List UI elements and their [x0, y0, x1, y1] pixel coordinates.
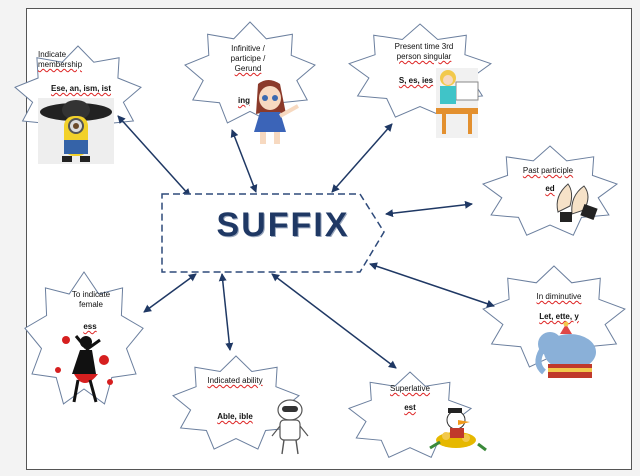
node-superlative-examples: est [404, 403, 416, 412]
dancing-woman-icon [55, 335, 113, 403]
robot-icon [271, 399, 309, 455]
anime-girl-icon [254, 80, 299, 144]
node-present-label: Present time 3rd person singular [394, 42, 454, 61]
arrow-infinitive [230, 129, 258, 193]
node-superlative-label: Superlative [389, 384, 431, 393]
arrow-present [331, 123, 393, 193]
arrow-ability [218, 273, 234, 351]
node-infinitive-examples: ing [238, 96, 250, 105]
node-female-examples: ess [83, 322, 97, 331]
node-membership-label: Indicate membership [38, 50, 83, 69]
node-past-label: Past participle [522, 166, 574, 175]
circus-elephant-icon [535, 321, 596, 378]
node-membership-examples: Ese, an, ism, ist [50, 84, 112, 93]
minion-sombrero-icon [38, 98, 114, 164]
arrow-diminutive [369, 262, 495, 308]
node-ability-label: Indicated ability [207, 376, 263, 385]
duck-coins-icon [429, 408, 487, 452]
center-shape [161, 193, 385, 273]
node-female-label: To indicate female [71, 290, 111, 309]
teacher-board-icon [436, 68, 479, 138]
node-present-examples: S, es, ies [398, 76, 434, 85]
node-ability-examples: Able, ible [217, 412, 253, 421]
clapping-hands-icon [556, 183, 598, 222]
center-title: SUFFIX [216, 206, 350, 244]
arrow-membership [117, 115, 191, 197]
node-diminutive-label: In diminutive [536, 292, 582, 301]
arrow-past [385, 200, 473, 218]
node-diminutive-examples: Let, ette, y [539, 312, 579, 321]
node-infinitive-label: Infinitive / participe / Gerund [230, 44, 266, 73]
arrow-superlative [271, 273, 397, 369]
star-node-ability [172, 355, 300, 450]
arrow-female [143, 273, 197, 313]
node-past-examples: ed [545, 184, 555, 193]
